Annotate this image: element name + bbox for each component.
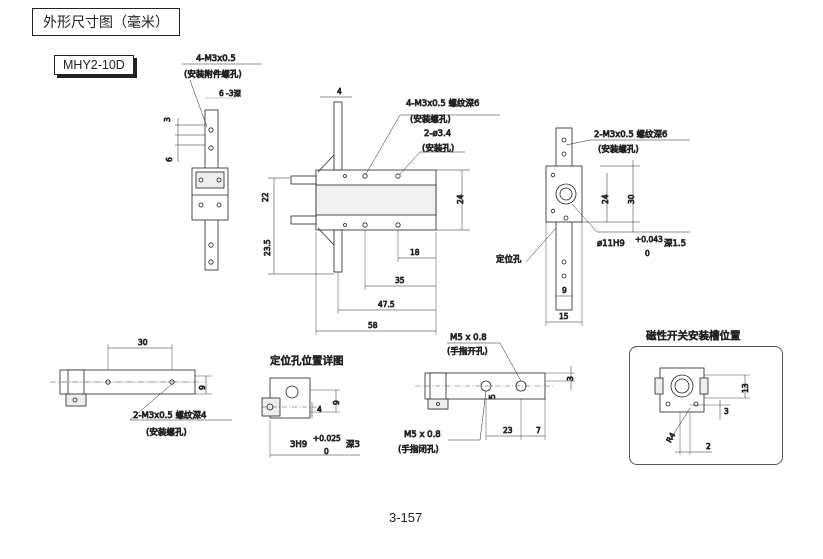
r-callout-sub: (安装螺孔)	[598, 144, 639, 155]
center-view	[268, 96, 500, 335]
bc-port-open: M5 x 0.8	[450, 333, 487, 343]
d-hole-tol-upper: +0.025	[313, 434, 341, 443]
model-label-text: MHY2-10D	[63, 58, 125, 72]
tl-dim-top: 6	[219, 89, 224, 98]
in-dim-3: 3	[724, 407, 729, 416]
d-dim-9: 9	[332, 400, 341, 405]
bc-port-open-sub: (手指开孔)	[447, 346, 488, 357]
c-callout1: 4-M3x0.5 螺纹深6	[406, 98, 479, 109]
bc-dim-5: 5	[488, 394, 497, 399]
right-view	[525, 127, 690, 326]
c-dim-18: 18	[410, 248, 420, 257]
bc-dim-23: 23	[503, 426, 513, 435]
c-dim-23-5: 23.5	[263, 239, 272, 256]
inset-view	[654, 367, 750, 455]
d-dim-4: 4	[317, 405, 322, 414]
d-hole-tol-lower: 0	[324, 447, 329, 456]
bl-dim-9: 9	[198, 385, 207, 390]
bl-dim-30: 30	[138, 338, 148, 347]
r-dim-9: 9	[562, 286, 567, 295]
tl-dim-6: 6	[165, 157, 174, 162]
c-callout1-sub: (安装螺孔)	[410, 114, 451, 125]
r-bore-depth: 深1.5	[664, 239, 686, 249]
c-callout2-sub: (安装孔)	[422, 143, 454, 154]
tl-callout-sub: (安装附件螺孔)	[184, 69, 242, 80]
detail-title: 定位孔位置详图	[270, 354, 344, 367]
inset-title: 磁性开关安装槽位置	[646, 329, 741, 342]
c-dim-47-5: 47.5	[378, 300, 395, 309]
c-dim-24: 24	[456, 194, 465, 204]
bl-callout-sub: (安装螺孔)	[146, 427, 187, 438]
in-dim-r: R4	[664, 431, 677, 444]
bc-port-close: M5 x 0.8	[404, 430, 441, 440]
page-title: 外形尺寸图（毫米）	[32, 8, 180, 36]
detail-view	[261, 377, 360, 458]
in-dim-13: 13	[741, 383, 750, 393]
page-number: 3-157	[389, 510, 423, 525]
r-dim-15: 15	[559, 312, 569, 321]
c-dim-35: 35	[395, 276, 405, 285]
model-label: MHY2-10D	[54, 55, 134, 75]
in-dim-2: 2	[706, 442, 711, 451]
d-hole: 3H9	[290, 440, 307, 450]
switch-slot-inset-frame	[629, 346, 783, 465]
bottom-center-view	[415, 342, 575, 441]
c-dim-58: 58	[368, 321, 378, 330]
bl-callout: 2-M3x0.5 螺纹深4	[133, 410, 206, 421]
bc-dim-3: 3	[566, 376, 575, 381]
r-bore-tol-lower: 0	[645, 249, 650, 258]
tl-callout: 4-M3x0.5	[196, 54, 236, 64]
d-hole-depth: 深3	[346, 440, 360, 450]
r-bore-tol-upper: +0.043	[635, 235, 663, 244]
r-bore: ø11H9	[597, 239, 625, 249]
page-title-text: 外形尺寸图（毫米）	[43, 15, 169, 31]
bc-port-close-sub: (手指闭孔)	[398, 444, 439, 455]
bc-dim-7: 7	[536, 426, 541, 435]
r-locating-hole: 定位孔	[496, 254, 522, 265]
r-dim-24: 24	[601, 194, 610, 204]
c-dim-4: 4	[337, 87, 342, 96]
r-callout: 2-M3x0.5 螺纹深6	[594, 129, 667, 140]
tl-dim-top-sub: -3深	[226, 89, 241, 98]
r-dim-30: 30	[627, 194, 636, 204]
c-dim-22: 22	[261, 192, 270, 202]
bottom-left-view	[50, 344, 232, 421]
tl-dim-3: 3	[163, 117, 172, 122]
c-callout2: 2-ø3.4	[424, 129, 451, 139]
top-left-view	[175, 63, 262, 271]
